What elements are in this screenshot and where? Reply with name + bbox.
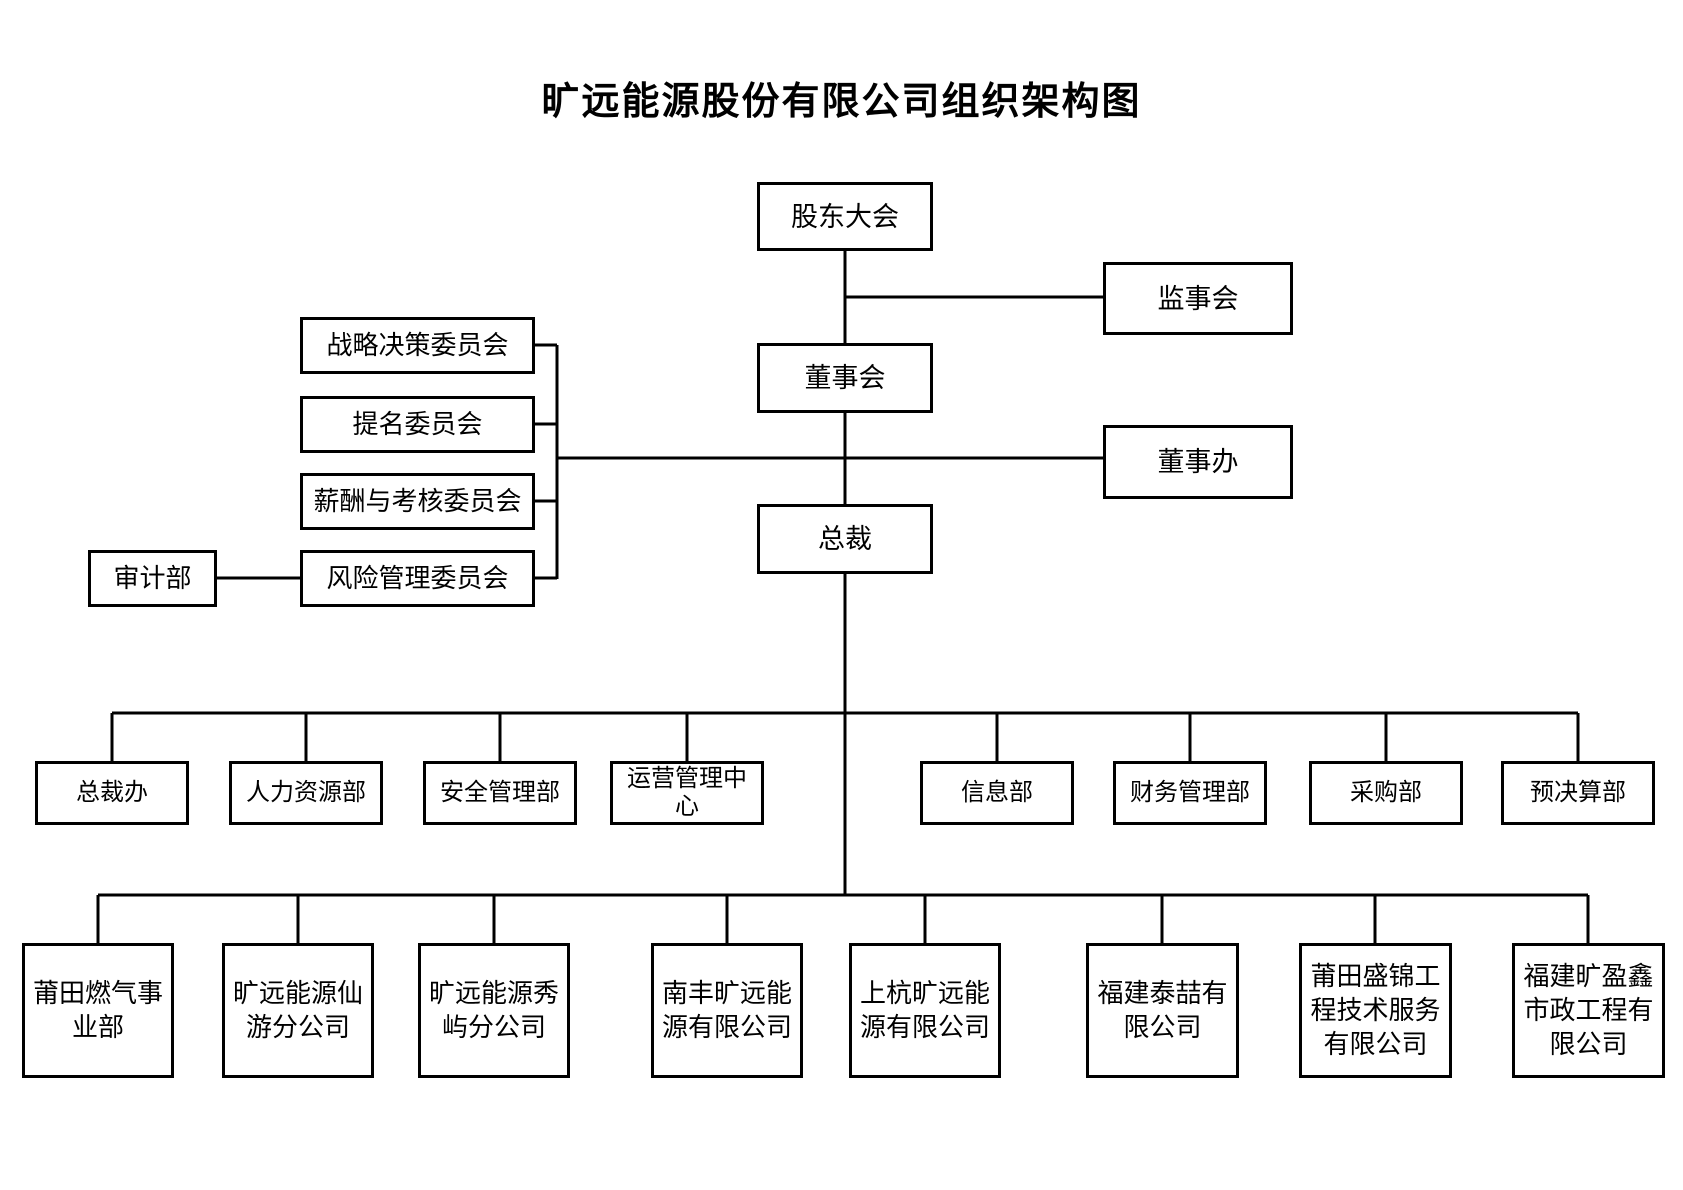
node-sub-nanfeng-energy: 南丰旷远能源有限公司 [651,943,803,1078]
node-dept-budget-final-accounts: 预决算部 [1501,761,1655,825]
node-dept-finance-management: 财务管理部 [1113,761,1267,825]
node-dept-information: 信息部 [920,761,1074,825]
node-sub-putian-shengjin-engineering: 莆田盛锦工程技术服务有限公司 [1299,943,1452,1078]
node-sub-fujian-kuangyingxin-municipal: 福建旷盈鑫市政工程有限公司 [1512,943,1665,1078]
node-sub-putian-gas-division: 莆田燃气事业部 [22,943,174,1078]
node-sub-xiuyu-branch: 旷远能源秀屿分公司 [418,943,570,1078]
node-dept-operations-center: 运营管理中心 [610,761,764,825]
node-shareholders-meeting: 股东大会 [757,182,933,251]
node-board-office: 董事办 [1103,425,1293,499]
node-dept-safety-management: 安全管理部 [423,761,577,825]
node-dept-human-resources: 人力资源部 [229,761,383,825]
node-president: 总裁 [757,504,933,574]
node-sub-xianyou-branch: 旷远能源仙游分公司 [222,943,374,1078]
node-audit-department: 审计部 [88,550,217,607]
node-sub-shanghang-energy: 上杭旷远能源有限公司 [849,943,1001,1078]
node-supervisory-board: 监事会 [1103,262,1293,335]
node-board-of-directors: 董事会 [757,343,933,413]
node-dept-presidents-office: 总裁办 [35,761,189,825]
node-committee-risk-management: 风险管理委员会 [300,550,535,607]
node-committee-compensation-appraisal: 薪酬与考核委员会 [300,473,535,530]
page-title: 旷远能源股份有限公司组织架构图 [541,81,1142,123]
node-committee-strategy: 战略决策委员会 [300,317,535,374]
node-dept-procurement: 采购部 [1309,761,1463,825]
node-sub-fujian-taizhe: 福建泰喆有限公司 [1086,943,1239,1078]
node-committee-nomination: 提名委员会 [300,396,535,453]
